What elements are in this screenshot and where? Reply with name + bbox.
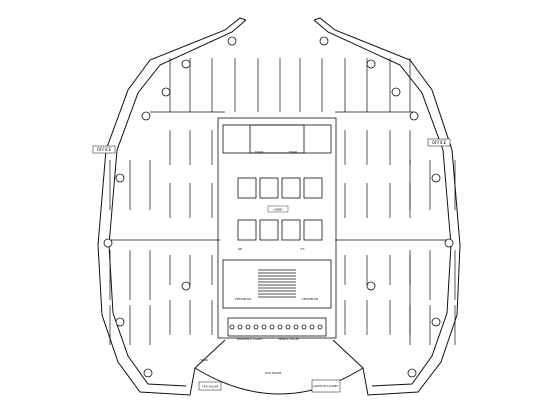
grid-marker-circle [366, 281, 376, 291]
toilet-fixture [253, 324, 259, 330]
tea-room-label: TEA ROOM [201, 385, 219, 389]
grid-marker-circle [407, 368, 417, 378]
elevator-shaft-lower [259, 219, 279, 241]
toilet-fixture [261, 324, 267, 330]
vestibule-right-label: VESTIBULE [302, 297, 318, 301]
elevator-shaft-upper [237, 177, 257, 199]
circle-markers [103, 36, 454, 378]
outer-wall-left [97, 17, 241, 396]
grid-marker-circle [115, 317, 125, 327]
office-left-label: OFFICE [97, 147, 112, 152]
grid-marker-circle [431, 173, 441, 183]
stair-block [222, 124, 332, 154]
grid-marker-circle [141, 111, 151, 121]
stair-left-label: STAIR [255, 150, 264, 154]
grid-marker-circle [431, 317, 441, 327]
toilet-fixture [317, 324, 323, 330]
janitor-closet-tag [311, 379, 341, 393]
tank-label: TANK [199, 358, 209, 362]
grid-marker-circle [409, 111, 419, 121]
toilet-fixture [229, 324, 235, 330]
grid-marker-circle [143, 368, 153, 378]
fire-shaft-label: F.S. [300, 247, 305, 251]
toilet-fixture [301, 324, 307, 330]
elevator-shaft-upper [303, 177, 323, 199]
lobby-tag [267, 205, 289, 213]
toilet-fixture [293, 324, 299, 330]
lobby-label: LOBBY [273, 208, 283, 212]
grid-marker-circle [161, 87, 171, 97]
mens-toilet-label: MEN'S TOILET [279, 337, 300, 341]
elevator-shaft-upper [259, 177, 279, 199]
vestibule-block [222, 259, 332, 309]
grid-marker-circle [227, 36, 237, 46]
office-partition-lines [108, 58, 456, 345]
stair-landing [249, 124, 305, 154]
grid-marker-circle [366, 59, 376, 69]
toilet-fixture [245, 324, 251, 330]
office-right-tag [427, 138, 451, 147]
janitor-closet-label: JANITOR CLOSET [313, 384, 339, 388]
stair-right-label: STAIR [289, 150, 298, 154]
womens-toilet-label: WOMEN'S TOILET [237, 337, 263, 341]
tea-room-tag [198, 381, 222, 391]
elevator-shaft-upper [281, 177, 301, 199]
grid-marker-circle [444, 238, 454, 248]
lw-label: LW [238, 247, 242, 251]
toilet-block [227, 317, 327, 337]
inner-wall-right [313, 19, 452, 387]
toilet-fixture [269, 324, 275, 330]
elevator-shaft-lower [281, 219, 301, 241]
grid-marker-circle [181, 59, 191, 69]
outer-wall-right [319, 17, 461, 396]
building-outline [97, 17, 461, 396]
wall-caps [239, 17, 321, 21]
elevator-shaft-lower [237, 219, 257, 241]
elevator-shaft-lower [303, 219, 323, 241]
grid-marker-circle [391, 87, 401, 97]
toilet-fixture [277, 324, 283, 330]
vestibule-left-label: VESTIBULE [235, 297, 251, 301]
building-core [217, 117, 337, 339]
office-right-label: OFFICE [432, 140, 447, 145]
toilet-fixture [285, 324, 291, 330]
toilet-fixture [237, 324, 243, 330]
grid-marker-circle [103, 238, 113, 248]
toilet-fixture [309, 324, 315, 330]
fan-room-label: FAN ROOM [265, 371, 282, 375]
inner-wall-left [108, 19, 247, 387]
core-wall [217, 117, 337, 339]
grid-marker-circle [115, 173, 125, 183]
grid-marker-circle [181, 281, 191, 291]
grid-marker-circle [319, 36, 329, 46]
front-curve [194, 367, 364, 395]
office-left-tag [92, 145, 116, 154]
